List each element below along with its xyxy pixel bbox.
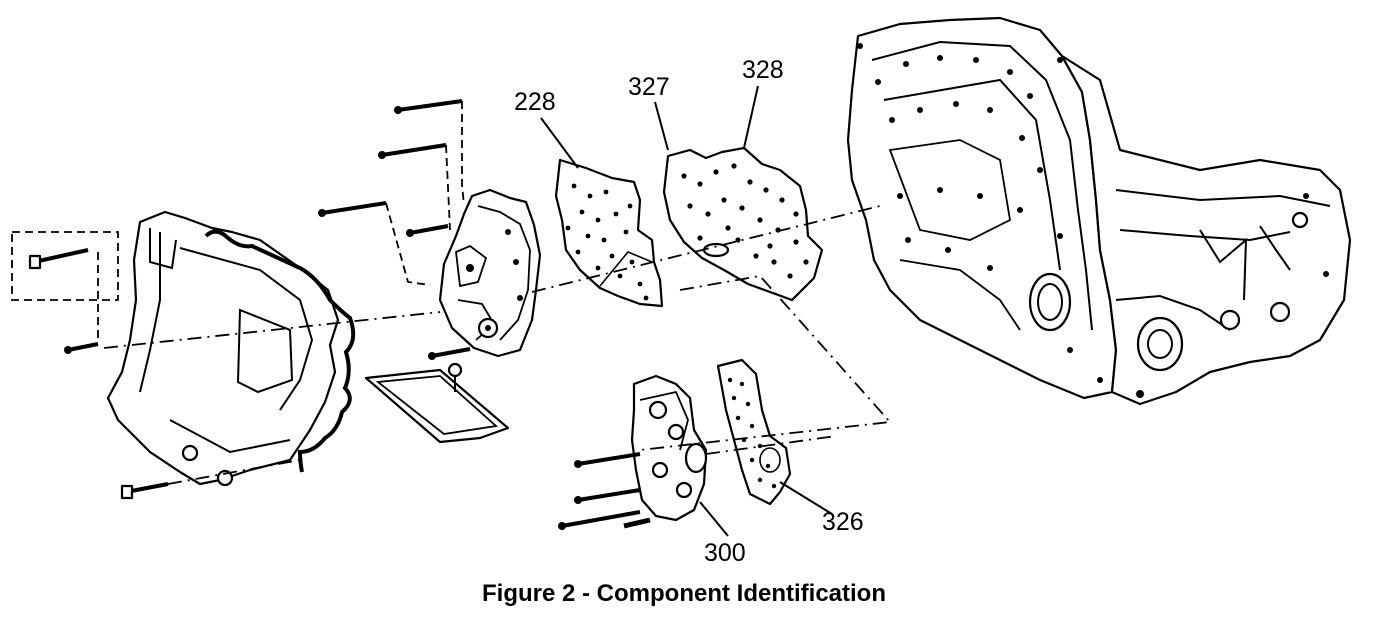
oil-filter-screen <box>364 362 510 444</box>
bolt-set-upper <box>318 99 471 360</box>
bolt-detail-box <box>11 231 119 354</box>
side-cover <box>106 210 340 487</box>
callout-300: 300 <box>704 539 746 567</box>
spacer-plate-326 <box>716 358 792 506</box>
control-valve-body <box>438 188 542 358</box>
callout-leaders <box>540 85 833 537</box>
callout-327: 327 <box>628 73 670 101</box>
channel-plate-327 <box>662 146 824 302</box>
figure-caption-text: Figure 2 - Component Identification <box>482 580 886 607</box>
alignment-lines <box>103 205 892 485</box>
transmission-case <box>846 16 1352 406</box>
bolt-set-lower <box>558 452 651 530</box>
callout-326: 326 <box>822 508 864 536</box>
spacer-plate-228 <box>554 158 664 308</box>
side-cover-gasket <box>204 229 356 473</box>
figure-caption: Figure 2 - Component Identification <box>0 580 1376 608</box>
callout-228: 228 <box>514 88 556 116</box>
accumulator-housing-300 <box>630 374 708 522</box>
bolt-lower-left <box>120 482 169 500</box>
callout-328: 328 <box>742 56 784 84</box>
